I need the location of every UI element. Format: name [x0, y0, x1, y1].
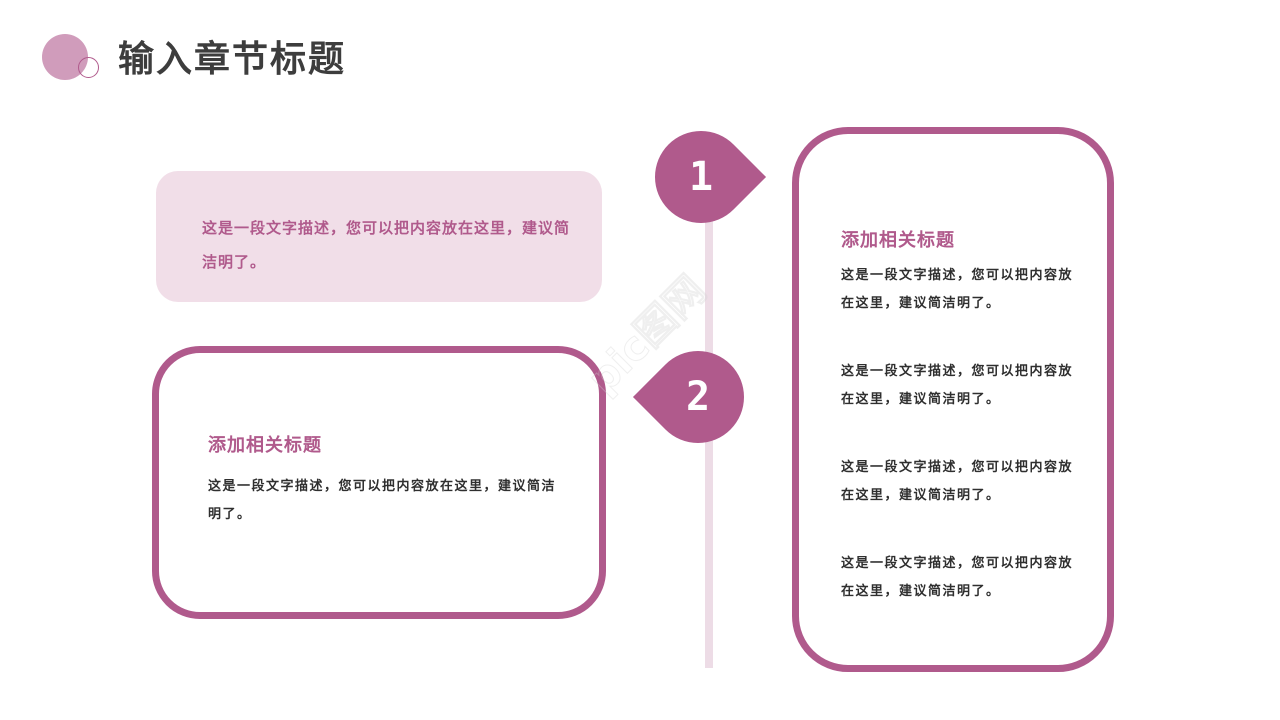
- left-content-card: 添加相关标题 这是一段文字描述，您可以把内容放在这里，建议简洁明了。: [152, 346, 606, 619]
- timeline-marker-2: 2: [632, 331, 764, 463]
- card-paragraph-4: 这是一段文字描述，您可以把内容放在这里，建议简洁明了。: [841, 556, 1074, 599]
- description-text: 这是一段文字描述，您可以把内容放在这里，建议简洁明了。: [202, 219, 571, 271]
- right-content-card: 添加相关标题 这是一段文字描述，您可以把内容放在这里，建议简洁明了。 这是一段文…: [792, 127, 1114, 672]
- timeline-marker-1: 1: [635, 111, 767, 243]
- marker-number: 1: [688, 154, 714, 200]
- card-paragraph-3: 这是一段文字描述，您可以把内容放在这里，建议简洁明了。: [841, 460, 1074, 503]
- card-paragraph-2: 这是一段文字描述，您可以把内容放在这里，建议简洁明了。: [841, 364, 1074, 407]
- card-heading: 添加相关标题: [841, 230, 955, 251]
- marker-number: 2: [685, 374, 711, 420]
- decorative-circle-outline: [78, 57, 99, 78]
- card-text: 这是一段文字描述，您可以把内容放在这里，建议简洁明了。: [208, 479, 557, 522]
- card-paragraph-1: 这是一段文字描述，您可以把内容放在这里，建议简洁明了。: [841, 268, 1074, 311]
- description-panel: 这是一段文字描述，您可以把内容放在这里，建议简洁明了。: [156, 171, 602, 302]
- page-title: 输入章节标题: [118, 39, 347, 80]
- card-heading: 添加相关标题: [208, 435, 322, 456]
